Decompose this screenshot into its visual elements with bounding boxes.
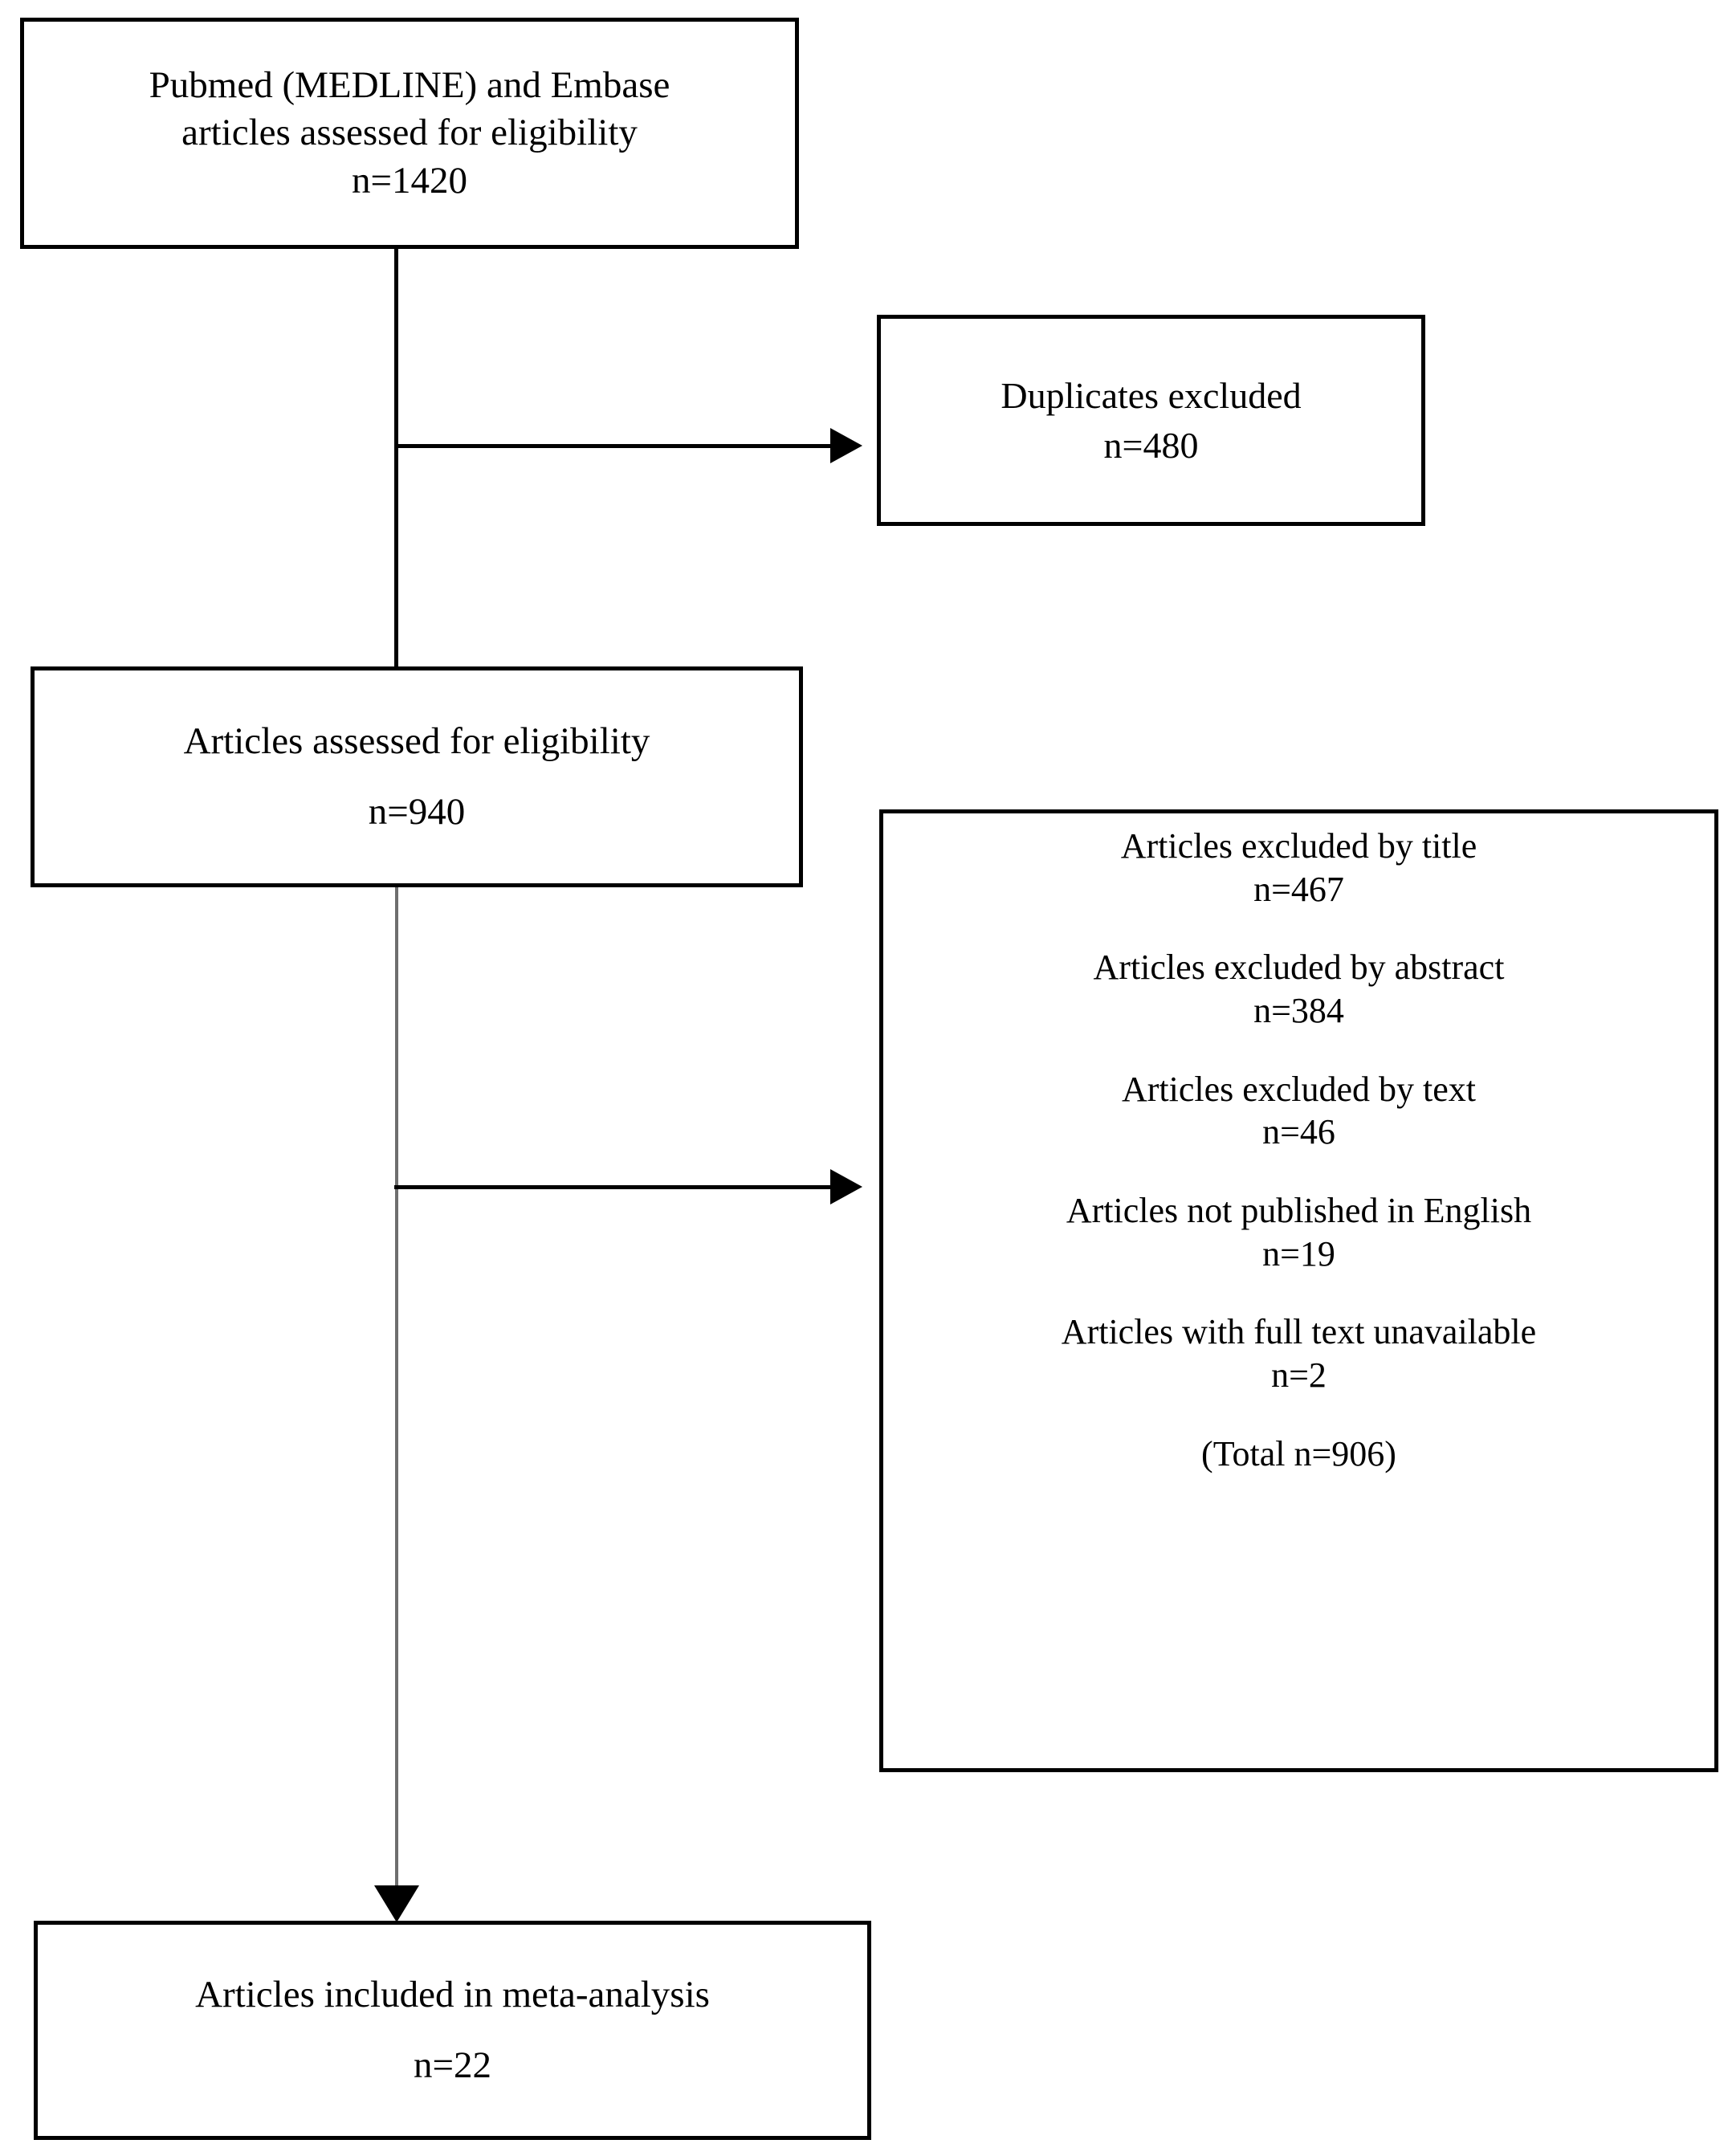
duplicates-count: n=480 (1103, 424, 1199, 466)
source-line-2: articles assessed for eligibility (181, 112, 638, 154)
connector-to-exclusions (394, 1185, 832, 1189)
included-label: Articles included in meta-analysis (195, 1974, 710, 2016)
arrowhead-duplicates-icon (830, 428, 862, 463)
exclusion-group: Articles excluded by title n=467 (883, 825, 1714, 911)
exclusion-group: Articles not published in English n=19 (883, 1189, 1714, 1275)
exclusion-count: n=467 (1253, 869, 1344, 909)
exclusion-group: Articles with full text unavailable n=2 (883, 1310, 1714, 1396)
duplicates-label: Duplicates excluded (1001, 374, 1302, 416)
exclusion-label: Articles with full text unavailable (1061, 1312, 1537, 1352)
exclusion-label: Articles excluded by title (1120, 826, 1477, 866)
node-exclusion-reasons: Articles excluded by title n=467 Article… (879, 809, 1718, 1772)
included-count: n=22 (413, 2044, 491, 2086)
exclusion-count: n=19 (1262, 1233, 1335, 1274)
arrowhead-exclusions-icon (830, 1169, 862, 1204)
assessed-count: n=940 (368, 790, 466, 833)
node-source-articles: Pubmed (MEDLINE) and Embase articles ass… (20, 18, 799, 249)
exclusion-total: (Total n=906) (1201, 1433, 1396, 1473)
exclusion-group: Articles excluded by abstract n=384 (883, 946, 1714, 1032)
exclusion-label: Articles excluded by abstract (1093, 948, 1505, 988)
exclusion-count: n=46 (1262, 1112, 1335, 1152)
exclusion-label: Articles excluded by text (1121, 1069, 1477, 1109)
source-line-1: Pubmed (MEDLINE) and Embase (149, 64, 670, 107)
node-articles-included: Articles included in meta-analysis n=22 (34, 1921, 871, 2140)
exclusion-group: Articles excluded by text n=46 (883, 1068, 1714, 1154)
assessed-label: Articles assessed for eligibility (183, 720, 650, 763)
connector-assessed-to-included (395, 887, 398, 1887)
source-count: n=1420 (351, 159, 467, 202)
arrowhead-included-icon (374, 1885, 419, 1922)
exclusion-count: n=384 (1253, 991, 1344, 1031)
connector-source-to-assessed (394, 249, 398, 667)
exclusion-count: n=2 (1271, 1355, 1327, 1396)
node-articles-assessed: Articles assessed for eligibility n=940 (31, 666, 803, 887)
node-duplicates-excluded: Duplicates excluded n=480 (877, 315, 1425, 526)
exclusion-label: Articles not published in English (1066, 1191, 1532, 1231)
connector-to-duplicates (394, 444, 832, 448)
